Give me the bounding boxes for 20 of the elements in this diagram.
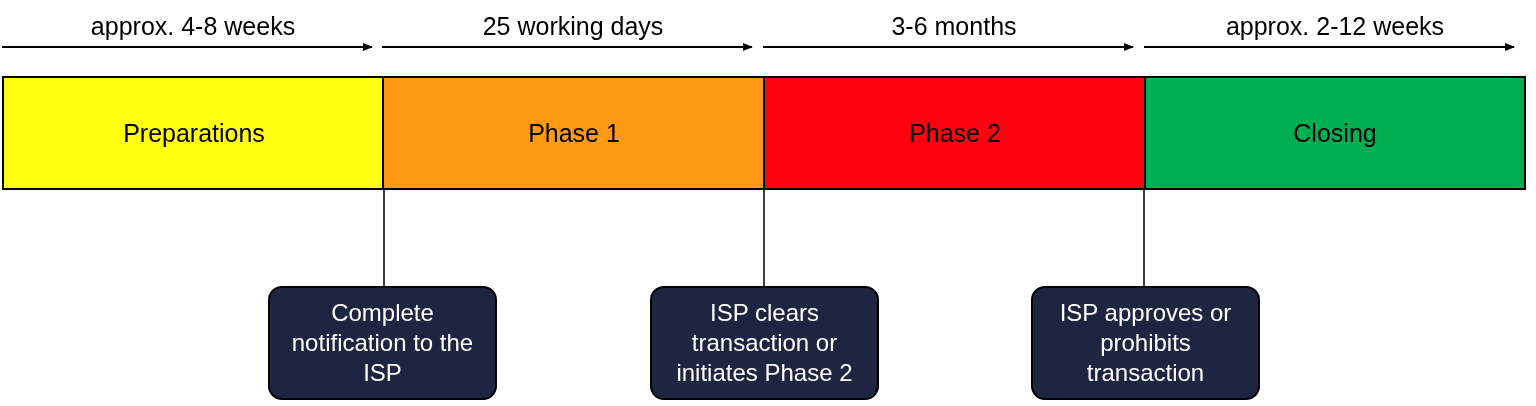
milestone-callout (268, 286, 497, 400)
leader-line (763, 189, 765, 287)
phase-label: Phase 2 (909, 118, 1001, 148)
phase-bar (382, 76, 766, 190)
leader-line (383, 189, 385, 287)
phase-bar (1144, 76, 1526, 190)
phase-label: Phase 1 (528, 118, 620, 148)
leader-line (1143, 189, 1145, 287)
callout-text: Complete notification to the ISP (290, 298, 475, 388)
milestone-callout (1031, 286, 1260, 400)
phase-bar (763, 76, 1147, 190)
phase-label: Closing (1293, 118, 1377, 148)
duration-label: 3-6 months (891, 12, 1017, 41)
callout-text: ISP clears transaction or initiates Phase 2 (675, 298, 854, 388)
phase-label: Preparations (123, 118, 265, 148)
duration-label: 25 working days (482, 12, 664, 41)
milestone-callout (650, 286, 879, 400)
duration-label: approx. 2-12 weeks (1225, 12, 1445, 41)
duration-label: approx. 4-8 weeks (90, 12, 296, 41)
callout-text: ISP approves or prohibits transaction (1058, 298, 1233, 388)
